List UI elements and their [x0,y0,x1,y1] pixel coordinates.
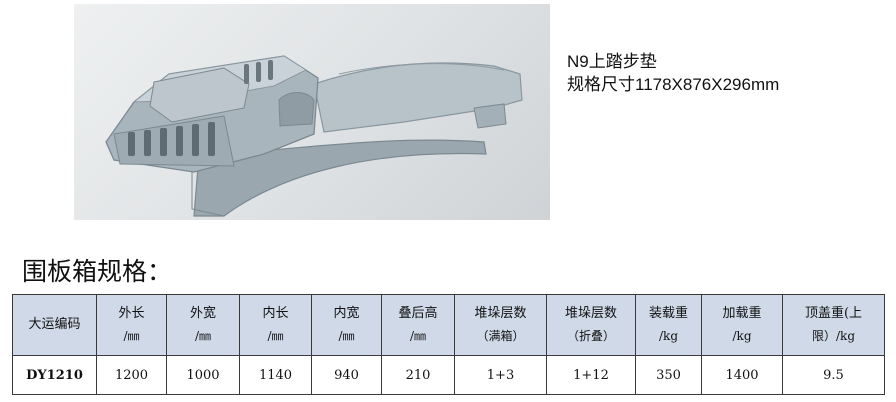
table-cell: DY1210 [12,355,97,395]
table-cell: 350 [635,355,702,395]
table-cell: 1+12 [546,355,636,395]
header-cell: 堆垛层数（满箱） [454,294,547,356]
table-cell: 1200 [96,355,167,395]
header-cell: 装载重/kg [635,294,702,356]
table-cell: 940 [311,355,382,395]
part-caption: N9上踏步垫 规格尺寸1178X876X296mm [567,50,779,96]
table-row: DY1210 1200 1000 1140 940 210 1+3 1+12 3… [12,355,885,395]
step-mat-part-drawing [105,55,523,217]
header-cell: 加载重/kg [701,294,783,356]
header-cell: 外长/㎜ [96,294,167,356]
header-cell: 顶盖重(上限）/kg [782,294,885,356]
part-render-image [74,4,550,220]
table-cell: 1400 [701,355,783,395]
section-title: 围板箱规格： [22,257,173,286]
header-cell: 叠后高/㎜ [381,294,455,356]
table-cell: 1140 [239,355,312,395]
header-cell: 堆垛层数（折叠） [546,294,636,356]
table-cell: 1000 [166,355,240,395]
part-name: N9上踏步垫 [567,52,657,71]
spec-table: 大运编码 外长/㎜ 外宽/㎜ 内长/㎜ 内宽/㎜ 叠后高/㎜ 堆垛层数（满箱） … [12,294,885,395]
table-cell: 9.5 [782,355,885,395]
header-cell: 大运编码 [12,294,97,356]
table-header-row: 大运编码 外长/㎜ 外宽/㎜ 内长/㎜ 内宽/㎜ 叠后高/㎜ 堆垛层数（满箱） … [12,294,885,356]
table-cell: 1+3 [454,355,547,395]
table-cell: 210 [381,355,455,395]
header-cell: 内宽/㎜ [311,294,382,356]
part-dimensions: 规格尺寸1178X876X296mm [567,75,780,94]
header-cell: 外宽/㎜ [166,294,240,356]
header-cell: 内长/㎜ [239,294,312,356]
